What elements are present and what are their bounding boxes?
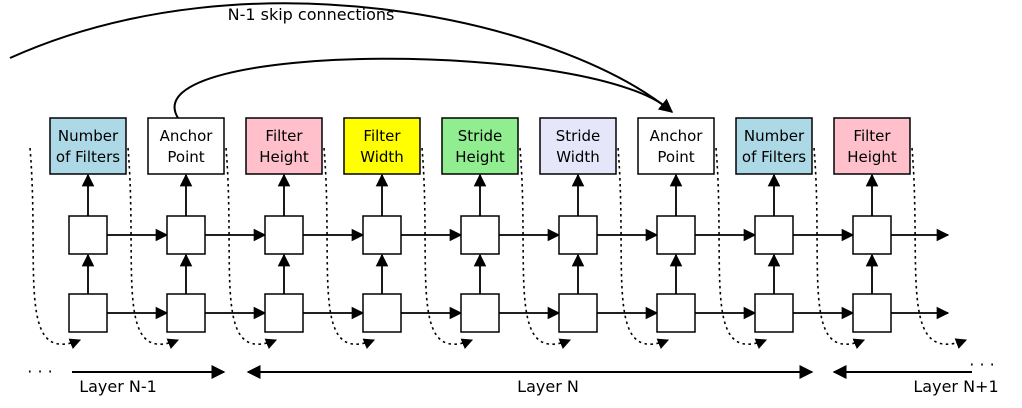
column-7: Number of Filters: [735, 117, 855, 333]
layer-curr-label: Layer N: [517, 377, 579, 396]
dotted-feedback-link: [813, 147, 866, 349]
lower-cell: [852, 293, 892, 333]
dotted-feedback-link: [225, 147, 278, 349]
lower-cell: [68, 293, 108, 333]
dotted-feedback-link: [127, 147, 180, 349]
lower-cell: [754, 293, 794, 333]
lower-cell: [656, 293, 696, 333]
parameter-label: Height: [455, 148, 505, 166]
parameter-label: Point: [657, 148, 694, 166]
parameter-label: Anchor: [650, 127, 704, 145]
skip-connection-short: [173, 57, 673, 119]
parameter-box: [49, 117, 127, 175]
skip-connection-long: [9, 2, 674, 113]
right-ellipsis: · · ·: [969, 355, 994, 374]
skip-connections: [9, 2, 674, 119]
upper-cell: [362, 215, 402, 255]
lower-cell: [362, 293, 402, 333]
parameter-label: Width: [556, 148, 600, 166]
parameter-label: Stride: [458, 127, 503, 145]
layer-next-label: Layer N+1: [913, 377, 998, 396]
upper-cell: [852, 215, 892, 255]
parameter-label: Stride: [556, 127, 601, 145]
parameter-box: [147, 117, 225, 175]
parameter-label: Number: [58, 127, 119, 145]
lower-cell: [166, 293, 206, 333]
parameter-label: of Filters: [742, 148, 806, 166]
dotted-feedback-link: [715, 147, 768, 349]
parameter-box: [539, 117, 617, 175]
parameter-label: Filter: [363, 127, 401, 145]
lower-cell: [558, 293, 598, 333]
parameter-label: Filter: [265, 127, 303, 145]
column-0: Number of Filters: [49, 117, 169, 333]
parameter-label: Filter: [853, 127, 891, 145]
parameter-label: Number: [744, 127, 805, 145]
upper-cell: [166, 215, 206, 255]
parameter-label: Height: [259, 148, 309, 166]
parameter-box: [343, 117, 421, 175]
parameter-box: [833, 117, 911, 175]
upper-cell: [68, 215, 108, 255]
lower-cell: [460, 293, 500, 333]
dotted-feedback-link: [421, 147, 474, 349]
upper-cell: [558, 215, 598, 255]
upper-cell: [754, 215, 794, 255]
upper-cell: [264, 215, 304, 255]
parameter-label: Point: [167, 148, 204, 166]
dotted-feedback-link: [617, 147, 670, 349]
upper-cell: [656, 215, 696, 255]
skip-connections-label: N-1 skip connections: [228, 5, 395, 24]
parameter-box: [637, 117, 715, 175]
left-ellipsis: · · ·: [27, 362, 52, 381]
dotted-feedback-link: [519, 147, 572, 349]
dotted-feedback-link: [911, 147, 968, 349]
dotted-feedback-link: [29, 147, 82, 349]
upper-cell: [460, 215, 500, 255]
lower-cell: [264, 293, 304, 333]
parameter-label: of Filters: [56, 148, 120, 166]
feedback-dotted-links: [29, 147, 968, 349]
parameter-label: Anchor: [160, 127, 214, 145]
parameter-label: Width: [360, 148, 404, 166]
dotted-feedback-link: [323, 147, 376, 349]
layer-indicators: · · · · · · Layer N-1 Layer N Layer N+1: [27, 355, 998, 396]
layer-prev-label: Layer N-1: [79, 377, 157, 396]
parameter-label: Height: [847, 148, 897, 166]
